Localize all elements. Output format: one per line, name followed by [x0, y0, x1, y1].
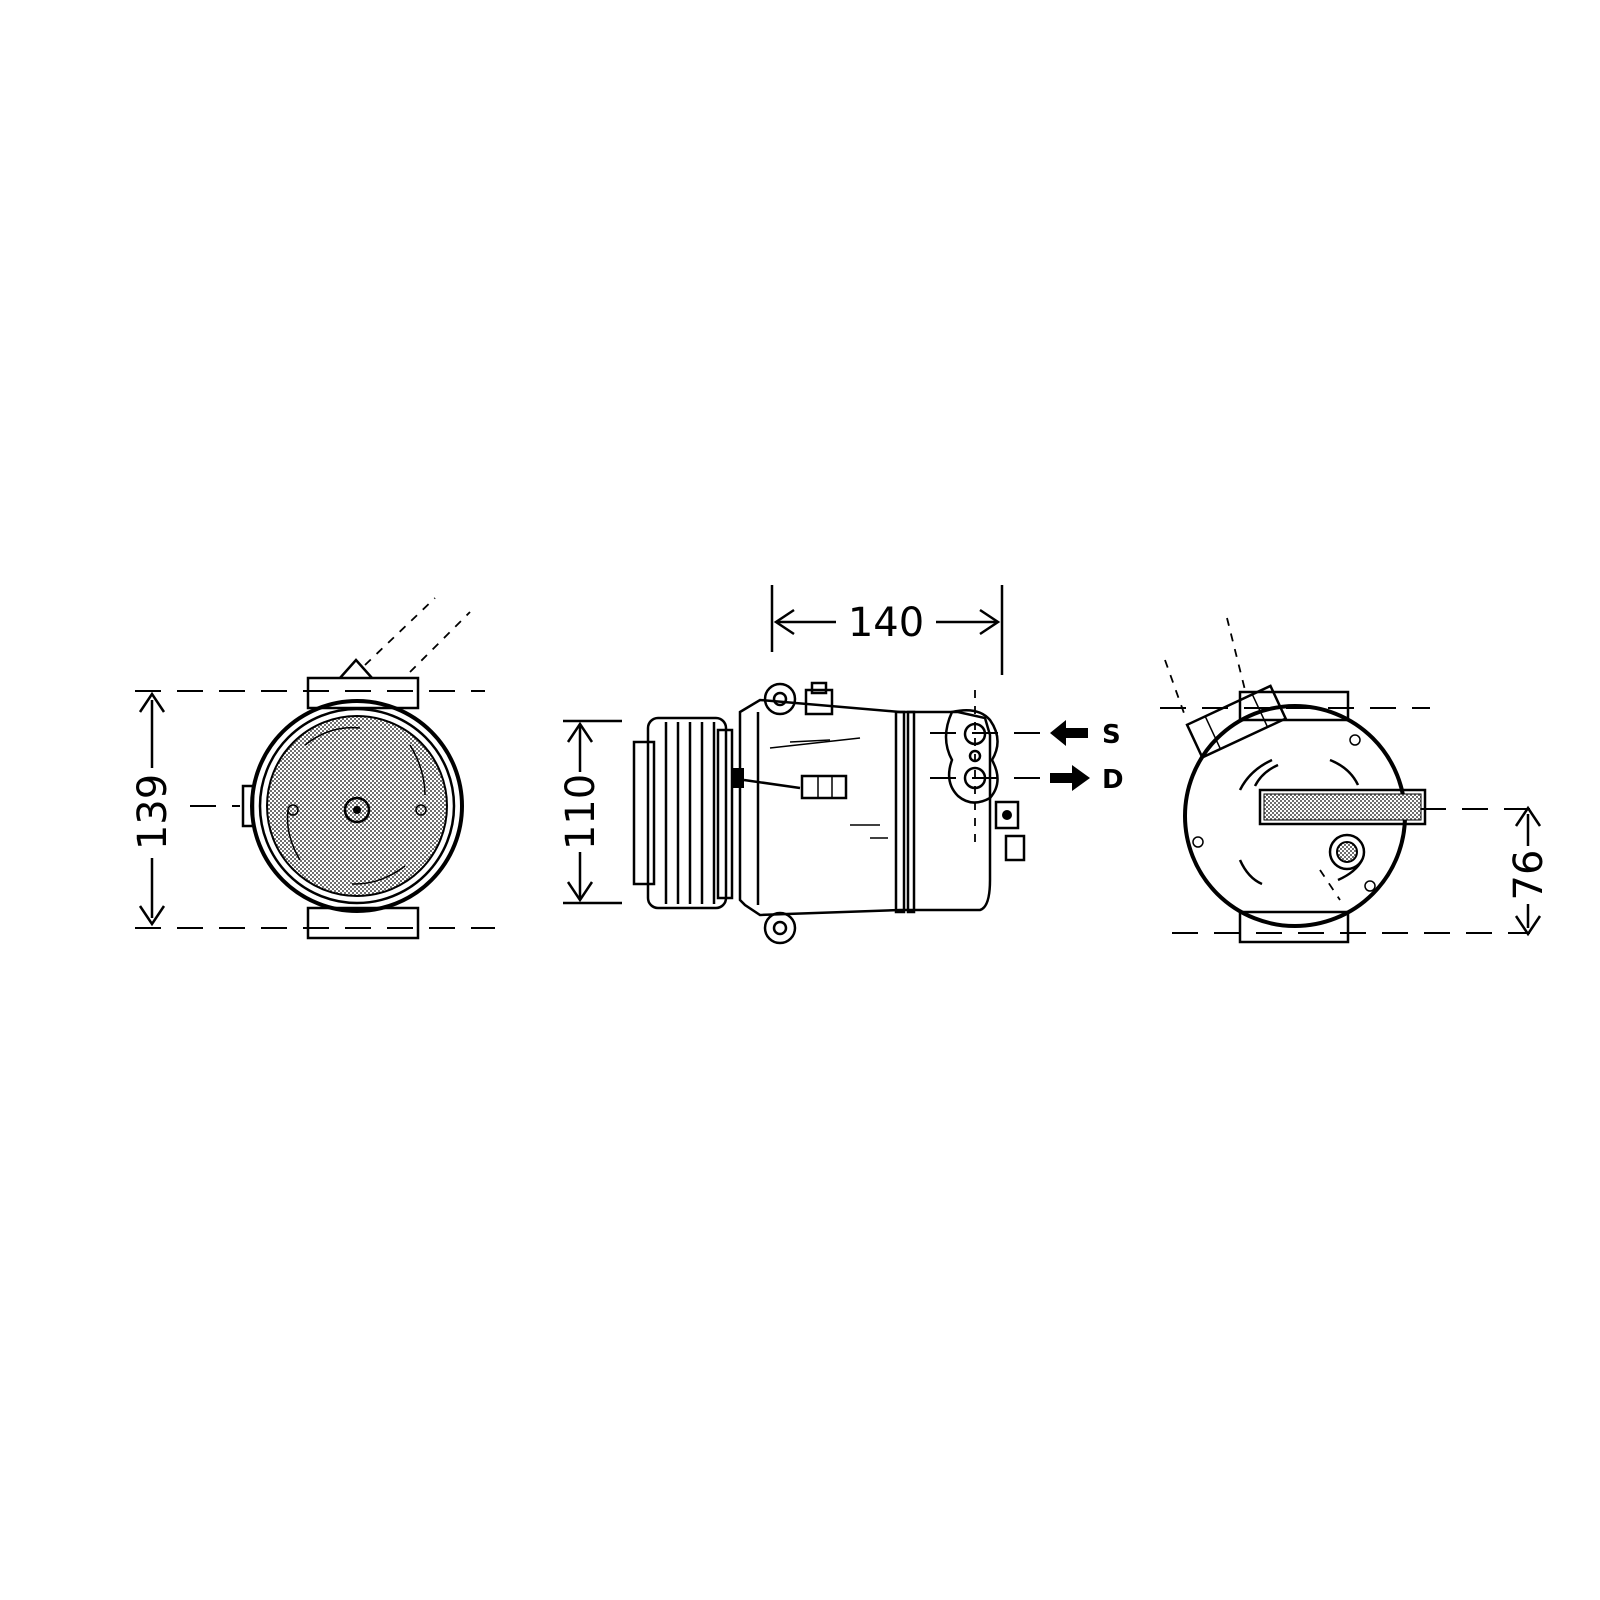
rear-top-mount	[1238, 690, 1350, 722]
rear-view: 76	[1160, 617, 1552, 944]
side-height-dimension: 110	[558, 774, 604, 850]
rear-port-block	[1185, 684, 1288, 760]
side-port-manifold	[944, 709, 999, 804]
front-pulley-outer	[250, 699, 464, 913]
side-pulley	[646, 716, 728, 910]
front-bottom-mount	[306, 906, 420, 940]
side-length-dimension: 140	[848, 600, 924, 646]
suction-port-label: S	[1102, 720, 1121, 750]
side-view: 140 110	[558, 585, 1124, 945]
front-hub	[343, 796, 371, 824]
rear-bracket-bar	[1258, 788, 1427, 826]
rear-bottom-mount	[1238, 910, 1350, 944]
rear-valve	[1328, 833, 1366, 871]
front-height-dimension: 139	[130, 774, 176, 850]
discharge-port-label: D	[1102, 765, 1124, 795]
side-compressor-body	[738, 698, 992, 917]
discharge-arrow	[1050, 765, 1090, 791]
front-view: 139	[130, 597, 495, 940]
suction-arrow	[1050, 720, 1088, 746]
rear-offset-dimension: 76	[1506, 850, 1552, 901]
front-top-mount	[306, 676, 420, 710]
